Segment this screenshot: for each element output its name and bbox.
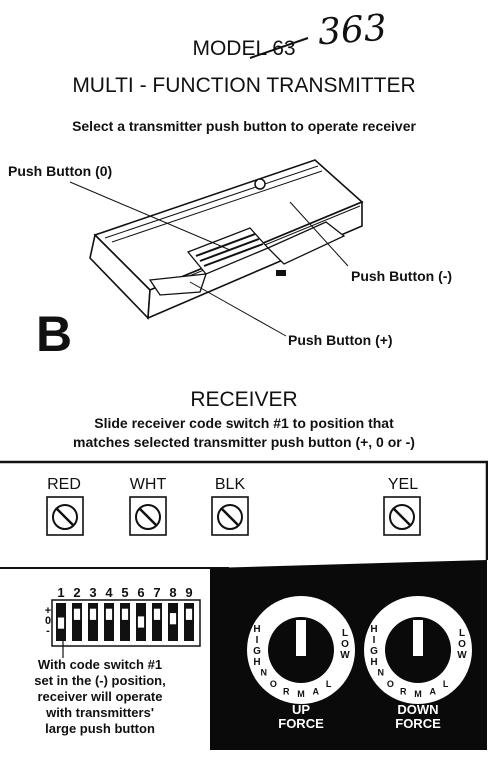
transmitter-instruction: Select a transmitter push button to oper… (72, 118, 416, 134)
knob-high-letter: H (253, 657, 260, 668)
dip-switch-toggle (185, 607, 193, 621)
caption-line: large push button (45, 721, 155, 736)
dip-switch-number: 2 (73, 585, 81, 600)
dip-switch-toggle (153, 607, 161, 621)
dip-position-minus: - (46, 625, 50, 637)
dip-switch-number: 8 (169, 585, 177, 600)
knob-low-letter: O (341, 639, 349, 650)
dip-switch-toggle (121, 607, 129, 621)
terminal-screw-icon (211, 496, 249, 536)
knob-normal-letter: A (429, 686, 436, 696)
transmitter-illustration (69, 159, 364, 337)
dip-switch-slot (104, 603, 114, 641)
knob-high-letter: G (370, 646, 378, 657)
code-switch-slot (276, 270, 286, 276)
dip-switch-toggle (169, 612, 177, 626)
receiver-instruction-line2: matches selected transmitter push button… (73, 434, 415, 450)
knob-high-letter: I (373, 635, 376, 646)
dip-switch-slot (88, 603, 98, 641)
dip-switch-slot (184, 603, 194, 641)
knob-low-letter: W (457, 650, 467, 661)
push-button-zero-shape (186, 227, 270, 275)
knob-low-letter: O (458, 639, 466, 650)
dip-switch-slot (72, 603, 82, 641)
knob-normal-letter: L (326, 679, 332, 689)
transmitter-title: MULTI - FUNCTION TRANSMITTER (72, 74, 416, 97)
knob-normal-letter: M (297, 689, 305, 699)
dip-switch-toggle (57, 616, 65, 630)
knob-normal-letter: O (270, 679, 277, 689)
label-push-button-plus: Push Button (+) (288, 332, 393, 348)
knob-normal-letter: O (387, 679, 394, 689)
knob-high-letter: G (253, 646, 261, 657)
label-push-button-zero: Push Button (0) (8, 163, 113, 179)
terminal-screw-icon (383, 496, 421, 536)
knob-high-letter: H (253, 624, 260, 635)
dip-switch-slot (120, 603, 130, 641)
knob-normal-letter: L (443, 679, 449, 689)
label-push-button-minus: Push Button (-) (351, 268, 453, 284)
caption-leader-line (62, 636, 64, 658)
dip-switch-number: 6 (137, 585, 145, 600)
dip-switch-number: 4 (105, 585, 113, 600)
model-strike-mark (249, 37, 309, 59)
dip-position-zero: 0 (44, 615, 52, 627)
terminal-label-red: RED (47, 476, 81, 493)
figure-letter: B (36, 306, 73, 362)
terminal-label-blk: BLK (214, 476, 246, 493)
terminal-label-wht: WHT (129, 476, 167, 493)
down-force-label: DOWN FORCE (383, 703, 453, 731)
dip-switch-number: 3 (89, 585, 97, 600)
knob-normal-letter: M (414, 689, 422, 699)
dip-switch-number: 7 (153, 585, 161, 600)
dip-switch-toggle (73, 607, 81, 621)
dip-switch-number: 1 (57, 585, 65, 600)
knob-high-letter: H (370, 657, 377, 668)
terminal-label-yel: YEL (387, 476, 419, 493)
knob-low-letter: L (342, 628, 348, 639)
receiver-instruction-line1: Slide receiver code switch #1 to positio… (94, 415, 394, 431)
up-force-label: UP FORCE (266, 703, 336, 731)
dip-switch-slot (152, 603, 162, 641)
dip-switch-toggle (89, 607, 97, 621)
down-force-line1: DOWN (397, 702, 439, 717)
knob-low-letter: L (459, 628, 465, 639)
knob-normal-letter: N (261, 668, 268, 678)
caption-line: receiver will operate (37, 689, 163, 704)
push-button-plus-shape (148, 273, 207, 296)
dip-switch-number: 9 (185, 585, 193, 600)
receiver-title: RECEIVER (190, 388, 298, 411)
knob-normal-letter: R (283, 686, 290, 696)
dip-position-plus: + (44, 605, 52, 617)
caption-line: With code switch #1 (37, 657, 163, 672)
down-force-line2: FORCE (395, 716, 441, 731)
knob-normal-letter: R (400, 686, 407, 696)
up-force-line2: FORCE (278, 716, 324, 731)
terminal-screw-icon (46, 496, 84, 536)
up-force-line1: UP (291, 702, 311, 717)
dip-position-labels: + 0 - (43, 605, 53, 637)
knob-normal-letter: N (378, 668, 385, 678)
indicator-light-icon (254, 178, 266, 190)
model-label: MODEL 63 (192, 37, 296, 60)
knob-normal-letter: A (312, 686, 319, 696)
caption-line: with transmitters' (46, 705, 154, 720)
caption-line: set in the (-) position, (34, 673, 166, 688)
knob-high-letter: I (256, 635, 259, 646)
dip-switch-toggle (105, 607, 113, 621)
dip-switch-toggle (137, 615, 145, 629)
dip-switch-number: 5 (121, 585, 129, 600)
code-switch-caption: With code switch #1 set in the (-) posit… (0, 657, 200, 737)
terminal-screw-icon (129, 496, 167, 536)
push-button-minus-shape (266, 221, 346, 265)
knob-high-letter: H (370, 624, 377, 635)
knob-low-letter: W (340, 650, 350, 661)
